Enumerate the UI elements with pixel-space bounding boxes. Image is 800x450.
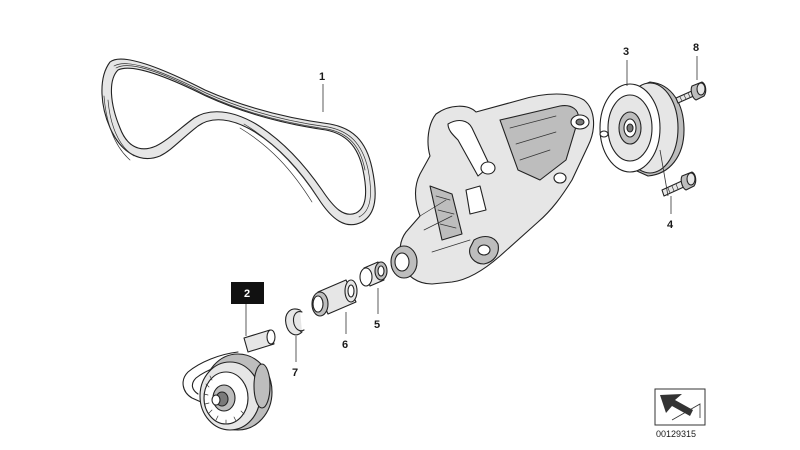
tensioner-label-box — [231, 282, 264, 304]
label-pulley: 3 — [623, 46, 629, 58]
belt-tensioner — [182, 329, 276, 431]
sleeve — [311, 279, 358, 317]
arrow-icon — [660, 394, 693, 416]
label-bolt-lower: 4 — [667, 219, 674, 231]
bolt-upper — [675, 81, 707, 104]
v-belt — [101, 58, 376, 226]
label-sleeve: 6 — [342, 339, 348, 351]
diagram-id-text: 00129315 — [656, 429, 696, 439]
circlip — [285, 308, 305, 336]
label-tensioner: 2 — [244, 288, 250, 300]
deflection-pulley — [599, 81, 685, 177]
mounting-bracket — [390, 93, 595, 285]
label-belt: 1 — [319, 71, 325, 83]
label-bolt-upper: 8 — [693, 42, 699, 54]
label-circlip: 7 — [292, 367, 298, 379]
bushing — [359, 261, 388, 287]
label-bushing: 5 — [374, 319, 380, 331]
leader-pulley-lower — [659, 149, 669, 197]
diagram-id-block: 00129315 — [654, 388, 706, 439]
bolt-lower — [661, 171, 697, 197]
